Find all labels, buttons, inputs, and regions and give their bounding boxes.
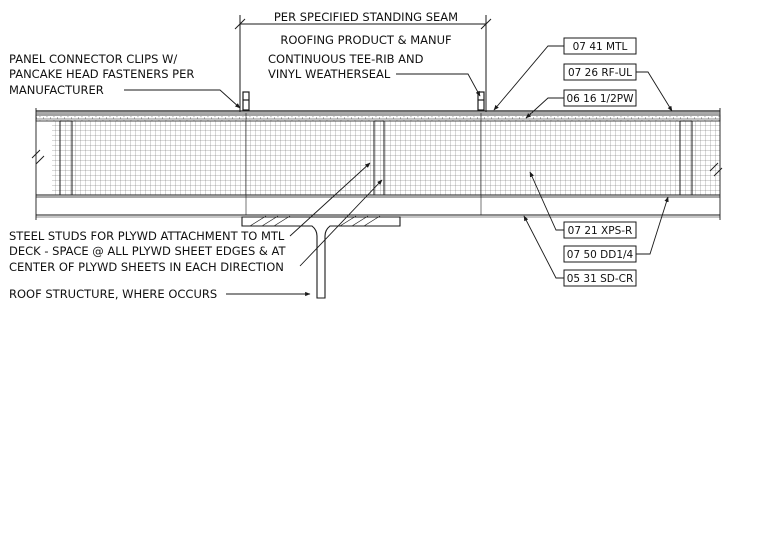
note-text: CENTER OF PLYWD SHEETS IN EACH DIRECTION: [9, 260, 284, 274]
tag-text: 06 16 1/2PW: [566, 93, 634, 105]
leader-line: [636, 71, 673, 112]
leader-line: [396, 73, 481, 97]
tag-steel-deck: 05 31 SD-CR: [523, 215, 637, 287]
tag-text: 07 21 XPS-R: [568, 225, 633, 237]
leader-line: [124, 89, 241, 109]
note-text: ROOF STRUCTURE, WHERE OCCURS: [9, 287, 217, 301]
note-text: VINYL WEATHERSEAL: [268, 67, 391, 81]
leader-line: [493, 45, 564, 111]
tag-text: 07 50 DD1/4: [567, 249, 634, 261]
tag-text: 07 26 RF-UL: [568, 67, 632, 79]
break-line-left: [31, 108, 45, 220]
note-text: DECK - SPACE @ ALL PLYWD SHEET EDGES & A…: [9, 244, 286, 258]
tag-underlayment: 07 26 RF-UL: [563, 63, 673, 112]
tag-text: 07 41 MTL: [573, 41, 628, 53]
roof-assembly: [31, 91, 723, 299]
break-line-right: [709, 108, 723, 220]
plywood-layer: [35, 114, 721, 122]
note-tee-rib: CONTINUOUS TEE-RIB AND VINYL WEATHERSEAL: [268, 52, 481, 97]
leader-line: [529, 171, 564, 231]
tag-dampproofing: 07 50 DD1/4: [563, 196, 669, 263]
leader-line: [289, 162, 371, 237]
note-text: PANCAKE HEAD FASTENERS PER: [9, 67, 194, 81]
leader-line: [525, 97, 564, 119]
dimension-note-line1: PER SPECIFIED STANDING SEAM: [274, 10, 458, 24]
note-text: CONTINUOUS TEE-RIB AND: [268, 52, 424, 66]
tag-text: 05 31 SD-CR: [567, 273, 634, 285]
note-steel-studs: STEEL STUDS FOR PLYWD ATTACHMENT TO MTL …: [9, 162, 383, 274]
leader-line: [299, 179, 383, 267]
note-text: PANEL CONNECTOR CLIPS W/: [9, 52, 177, 66]
roof-structure-tee: [241, 215, 401, 299]
connector-clip-left: [242, 91, 250, 111]
note-panel-clips: PANEL CONNECTOR CLIPS W/ PANCAKE HEAD FA…: [9, 52, 241, 109]
note-roof-structure: ROOF STRUCTURE, WHERE OCCURS: [9, 287, 311, 301]
tag-xps-insulation: 07 21 XPS-R: [529, 171, 637, 239]
dimension-note-line2: ROOFING PRODUCT & MANUF: [280, 33, 451, 47]
dimension-line: [234, 15, 492, 112]
tag-plywood: 06 16 1/2PW: [525, 89, 637, 119]
leader-line: [636, 196, 669, 255]
leader-line: [523, 215, 564, 279]
note-text: STEEL STUDS FOR PLYWD ATTACHMENT TO MTL: [9, 229, 285, 243]
xps-insulation: [52, 121, 720, 195]
steel-studs: [59, 120, 693, 196]
note-text: MANUFACTURER: [9, 83, 104, 97]
tag-metal-roofing: 07 41 MTL: [493, 37, 637, 111]
connector-clip-right: [477, 91, 485, 111]
